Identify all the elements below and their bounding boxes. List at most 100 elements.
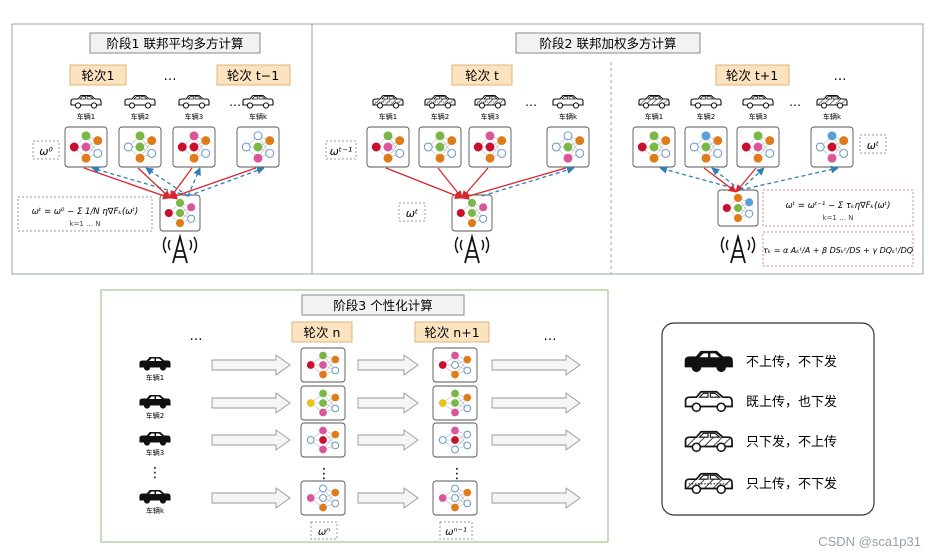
model-node <box>93 148 103 158</box>
stage2b-model-1 <box>632 126 676 168</box>
car-body <box>638 94 670 106</box>
model-node <box>463 488 472 497</box>
stage2b-cars-ellipsis: … <box>789 95 801 109</box>
stage2b-car-label-1: 车辆1 <box>645 112 663 121</box>
model-node <box>451 370 459 379</box>
stage2a-model-4 <box>546 126 590 168</box>
model-node <box>733 193 743 202</box>
legend-label-2: 既上传，也下发 <box>746 394 837 410</box>
model-node <box>839 136 849 146</box>
model-node <box>135 153 145 163</box>
stage2-w-mid-box <box>398 202 426 222</box>
car-wheel <box>836 102 844 109</box>
stage1-car-4 <box>242 94 274 109</box>
model-node <box>189 142 199 152</box>
model-node <box>733 214 743 223</box>
stage1-upload-arrow-2 <box>137 167 171 199</box>
car-wheel <box>478 102 486 109</box>
stage2a-upload-arrow-3 <box>461 167 489 199</box>
model-node <box>485 153 495 163</box>
car-wheel <box>262 102 270 109</box>
car-wheel <box>182 102 190 109</box>
car-window <box>79 96 94 100</box>
model-node <box>649 131 659 141</box>
legend-label-4: 只上传，不下发 <box>746 476 837 492</box>
stage2a-car-3 <box>474 94 506 109</box>
tower-waves <box>720 236 756 254</box>
model-node <box>164 208 173 218</box>
model-node <box>331 393 340 402</box>
model-node <box>649 142 659 152</box>
model-node <box>473 142 483 152</box>
car-wheel <box>691 362 702 373</box>
stage1-server-model <box>159 194 201 232</box>
model-node <box>319 351 327 360</box>
stage2a-model-1 <box>366 126 410 168</box>
model-node <box>438 361 447 369</box>
car-wheel <box>74 102 82 109</box>
stage1-upload-arrow-1 <box>83 167 171 200</box>
model-node <box>451 436 459 444</box>
model-node <box>265 148 275 158</box>
model-node <box>463 355 472 364</box>
car-wheel <box>716 362 727 373</box>
solid-car-icon <box>684 350 733 373</box>
stage3-title-box <box>301 294 465 316</box>
model-node <box>319 426 327 435</box>
stage2-round-a: 轮次 t <box>465 68 499 83</box>
stage3-arrow-a-4 <box>211 487 291 509</box>
stage3-w-n-box <box>310 521 338 540</box>
model-node <box>331 404 340 413</box>
stage3-car-1 <box>139 356 171 371</box>
model-node <box>81 153 91 163</box>
stage1-car-label-2: 车辆2 <box>131 112 149 121</box>
model-node <box>701 153 711 163</box>
stage2b-model-4 <box>810 126 854 168</box>
model-node <box>135 142 145 152</box>
model-node <box>253 131 263 141</box>
stage3-arrow-c-1 <box>491 354 581 376</box>
model-node <box>395 148 405 158</box>
stage1-model-1 <box>64 126 108 168</box>
model-node <box>175 219 185 228</box>
stage1-model-2 <box>118 126 162 168</box>
stage2-title-box <box>515 32 701 54</box>
model-node <box>447 148 457 158</box>
model-node <box>563 153 573 163</box>
stage3-model-n-1 <box>300 347 346 383</box>
model-node <box>463 366 472 375</box>
stage2a-car-1 <box>372 94 404 109</box>
stage2a-upload-arrow-2 <box>437 167 463 199</box>
model-node <box>319 436 327 444</box>
car-wheel <box>128 102 136 109</box>
stage1-car-3 <box>178 94 210 109</box>
car-window <box>149 433 162 436</box>
car-wheel <box>143 364 151 371</box>
legend-box <box>661 322 875 516</box>
car-wheel <box>494 102 502 109</box>
stage1-car-1 <box>70 94 102 109</box>
model-node <box>147 148 157 158</box>
stage1-w-init-box <box>32 140 60 160</box>
stage1-ellipsis: … <box>164 69 177 84</box>
model-node <box>147 136 157 146</box>
model-node <box>575 136 585 146</box>
stage2a-model-2 <box>418 126 462 168</box>
stage1-round-a-box <box>69 64 127 86</box>
stage3-car-3 <box>139 431 171 446</box>
stage2b-car-label-2: 车辆2 <box>697 112 715 121</box>
stage2a-car-2 <box>424 94 456 109</box>
stage3-vdots-n: ⋮ <box>317 466 331 482</box>
car-wheel <box>691 402 702 413</box>
model-node <box>463 404 472 413</box>
car-body <box>552 94 584 106</box>
stage3-arrow-b-4 <box>357 487 419 509</box>
model-node <box>435 142 445 152</box>
car-wheel <box>642 102 650 109</box>
model-node <box>319 370 327 379</box>
stage2a-server-model <box>451 194 493 232</box>
model-node <box>745 209 754 218</box>
car-wheel <box>143 497 151 504</box>
model-node <box>467 208 477 218</box>
stage1-round-b: 轮次 t−1 <box>227 68 279 83</box>
